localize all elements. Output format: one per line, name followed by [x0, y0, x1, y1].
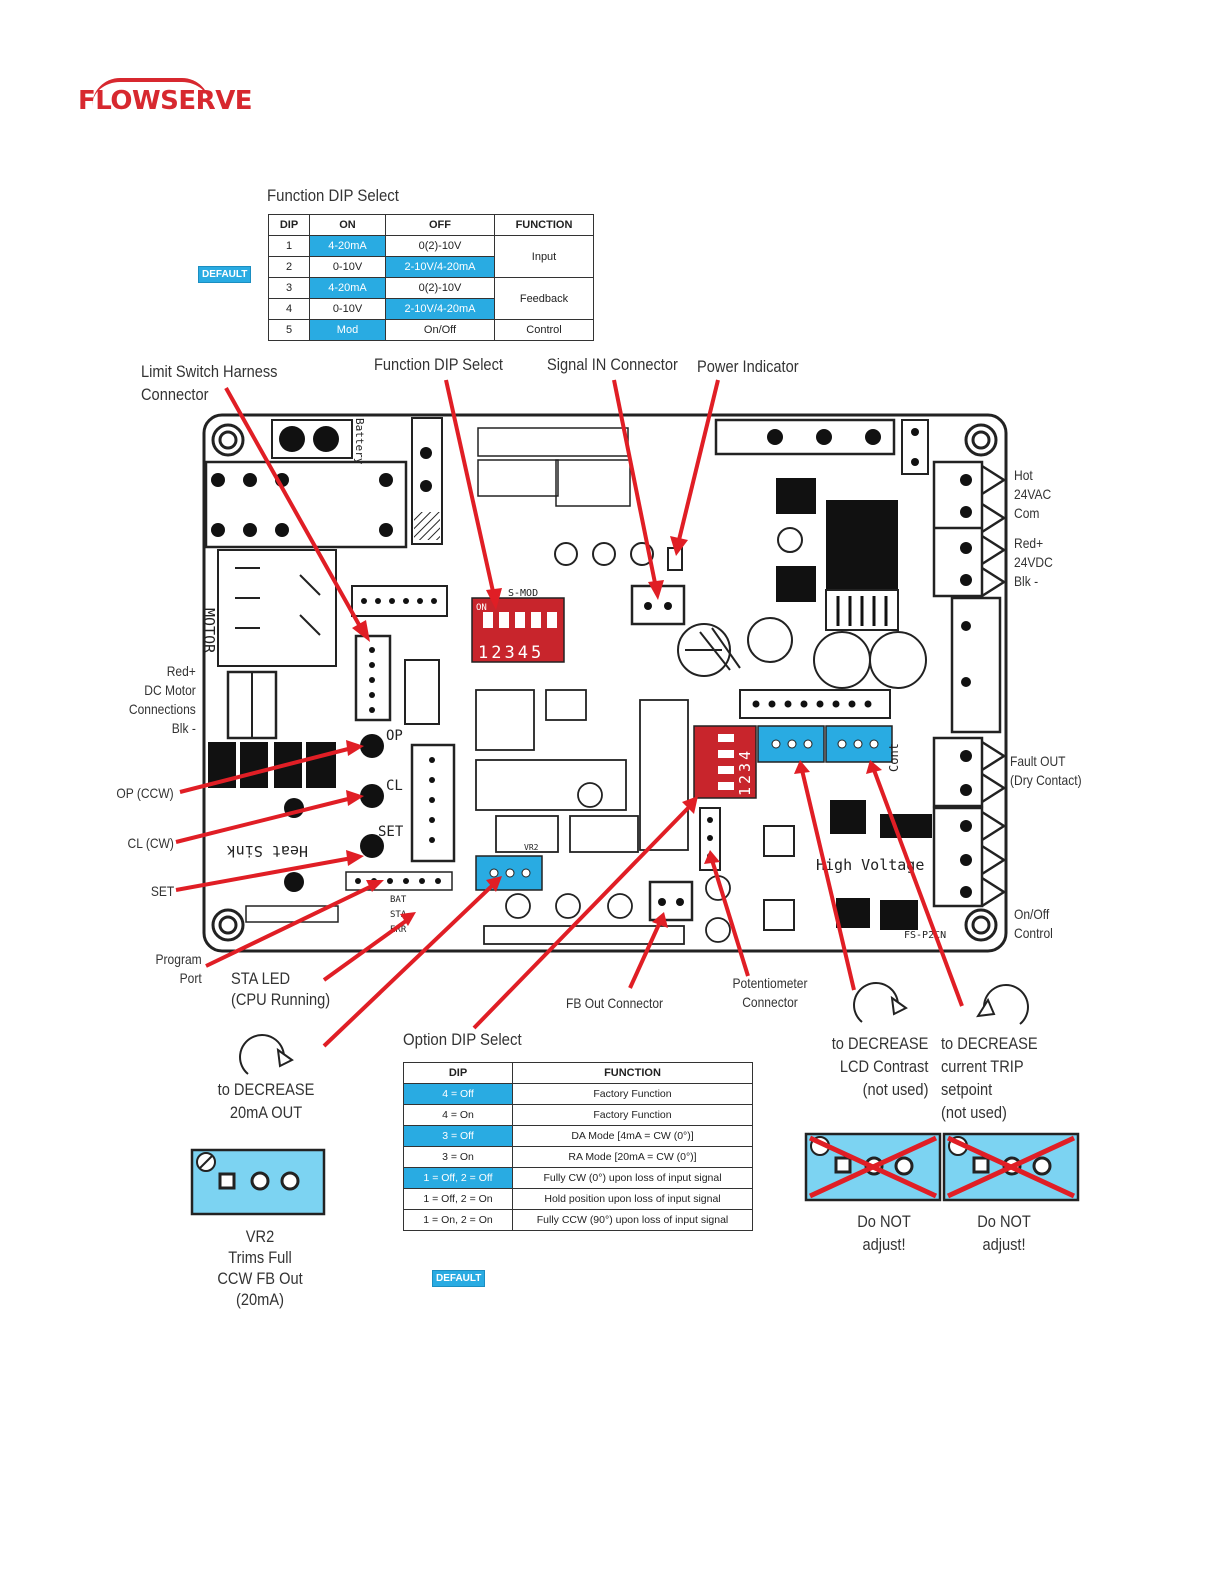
option-dip-title: Option DIP Select — [403, 1030, 522, 1049]
logo-swoosh — [92, 78, 210, 106]
onoff-terminal-block — [932, 806, 1007, 908]
op-text: OP — [386, 728, 403, 744]
rotate-ccw-icon-right — [976, 984, 1029, 1025]
heat-sink-text: Heat Sink — [227, 842, 308, 860]
set-text: SET — [378, 824, 404, 840]
fb-out-connector — [648, 880, 694, 922]
table-row: 1 4-20mA 0(2)-10V Input — [268, 235, 594, 278]
lcd-contrast-pot-crossed — [804, 1132, 942, 1202]
callout-sta-led: STA LED (CPU Running) — [231, 969, 331, 1009]
current-trip-pot-crossed — [942, 1132, 1080, 1202]
callout-24vac: Hot 24VAC Com — [1014, 467, 1052, 521]
callout-fb-out: FB Out Connector — [566, 995, 664, 1011]
col-dip: DIP — [403, 1062, 513, 1084]
callout-program-port: Program Port — [155, 951, 202, 986]
col-function: FUNCTION — [512, 1062, 753, 1084]
rotate-ccw-icon-mid — [853, 982, 908, 1023]
callout-signal-in: Signal IN Connector — [547, 355, 678, 374]
trim-mid-label: to DECREASE LCD Contrast (not used) — [831, 1034, 928, 1099]
vr2-trim-pot-large — [190, 1148, 326, 1216]
callout-cl-cw: CL (CW) — [127, 835, 174, 851]
callout-onoff-control: On/Off Control — [1014, 906, 1053, 941]
pcb-outline — [202, 413, 1008, 953]
function-dip-switch — [471, 597, 565, 663]
callout-dc-motor: Red+ DC Motor Connections Blk - — [129, 663, 196, 736]
table-row: 2 0-10V 2-10V/4-20mA — [268, 256, 594, 278]
program-port — [345, 871, 453, 891]
group-input: Input — [494, 235, 594, 278]
warning-right: Do NOT adjust! — [977, 1212, 1031, 1254]
power-terminal-block — [932, 460, 1007, 598]
mounting-holes — [211, 423, 998, 942]
function-dip-table: DIP ON OFF FUNCTION 1 4-20mA 0(2)-10V In… — [268, 214, 594, 341]
sta-text: STA — [390, 910, 407, 920]
callout-op-ccw: OP (CCW) — [116, 785, 174, 801]
callout-limit-switch: Limit Switch Harness Connector — [141, 362, 278, 404]
flowserve-logo: FLOWSERVE — [78, 86, 253, 116]
rotate-ccw-icon-left — [239, 1034, 294, 1075]
board-id-text: FS-P2CN — [904, 930, 946, 941]
motor-text: MOTOR — [200, 608, 218, 654]
callout-set: SET — [150, 883, 174, 899]
vr2-board-text: VR2 — [524, 843, 539, 852]
potentiometer-connector — [699, 807, 721, 871]
vr2-description: VR2 Trims Full CCW FB Out (20mA) — [217, 1227, 303, 1309]
opt-numbers-text: 1234 — [736, 748, 754, 796]
dip-numbers-text: 12345 — [478, 643, 544, 663]
battery-text: Battery — [353, 418, 366, 465]
cont-text: Cont — [887, 743, 901, 772]
trim-right-label: to DECREASE current TRIP setpoint (not u… — [941, 1034, 1038, 1122]
col-dip: DIP — [268, 214, 310, 236]
trim-left-label: to DECREASE 20mA OUT — [217, 1080, 315, 1122]
callout-fault-out: Fault OUT (Dry Contact) — [1010, 753, 1082, 788]
warning-mid: Do NOT adjust! — [857, 1212, 911, 1254]
fault-out-terminal-block — [932, 736, 1007, 808]
cl-text: CL — [386, 778, 403, 794]
default-badge: DEFAULT — [198, 266, 252, 283]
group-control: Control — [494, 319, 594, 341]
s-mod-text: S-MOD — [508, 588, 538, 599]
callout-power-indicator: Power Indicator — [697, 357, 799, 376]
callout-potentiometer: Potentiometer Connector — [732, 975, 808, 1010]
default-badge: DEFAULT — [432, 1270, 486, 1287]
function-dip-title: Function DIP Select — [267, 186, 399, 205]
callout-24vdc: Red+ 24VDC Blk - — [1014, 535, 1053, 589]
bat-text: BAT — [390, 895, 407, 905]
dip-on-text: ON — [476, 603, 487, 613]
table-row: 5 Mod On/Off Control — [268, 319, 594, 341]
err-text: ERR — [390, 925, 407, 935]
high-voltage-text: High Voltage — [816, 856, 924, 874]
callout-arrows — [175, 379, 964, 1048]
callout-function-dip: Function DIP Select — [374, 355, 503, 374]
table-row: 4 0-10V 2-10V/4-20mA — [268, 298, 594, 320]
